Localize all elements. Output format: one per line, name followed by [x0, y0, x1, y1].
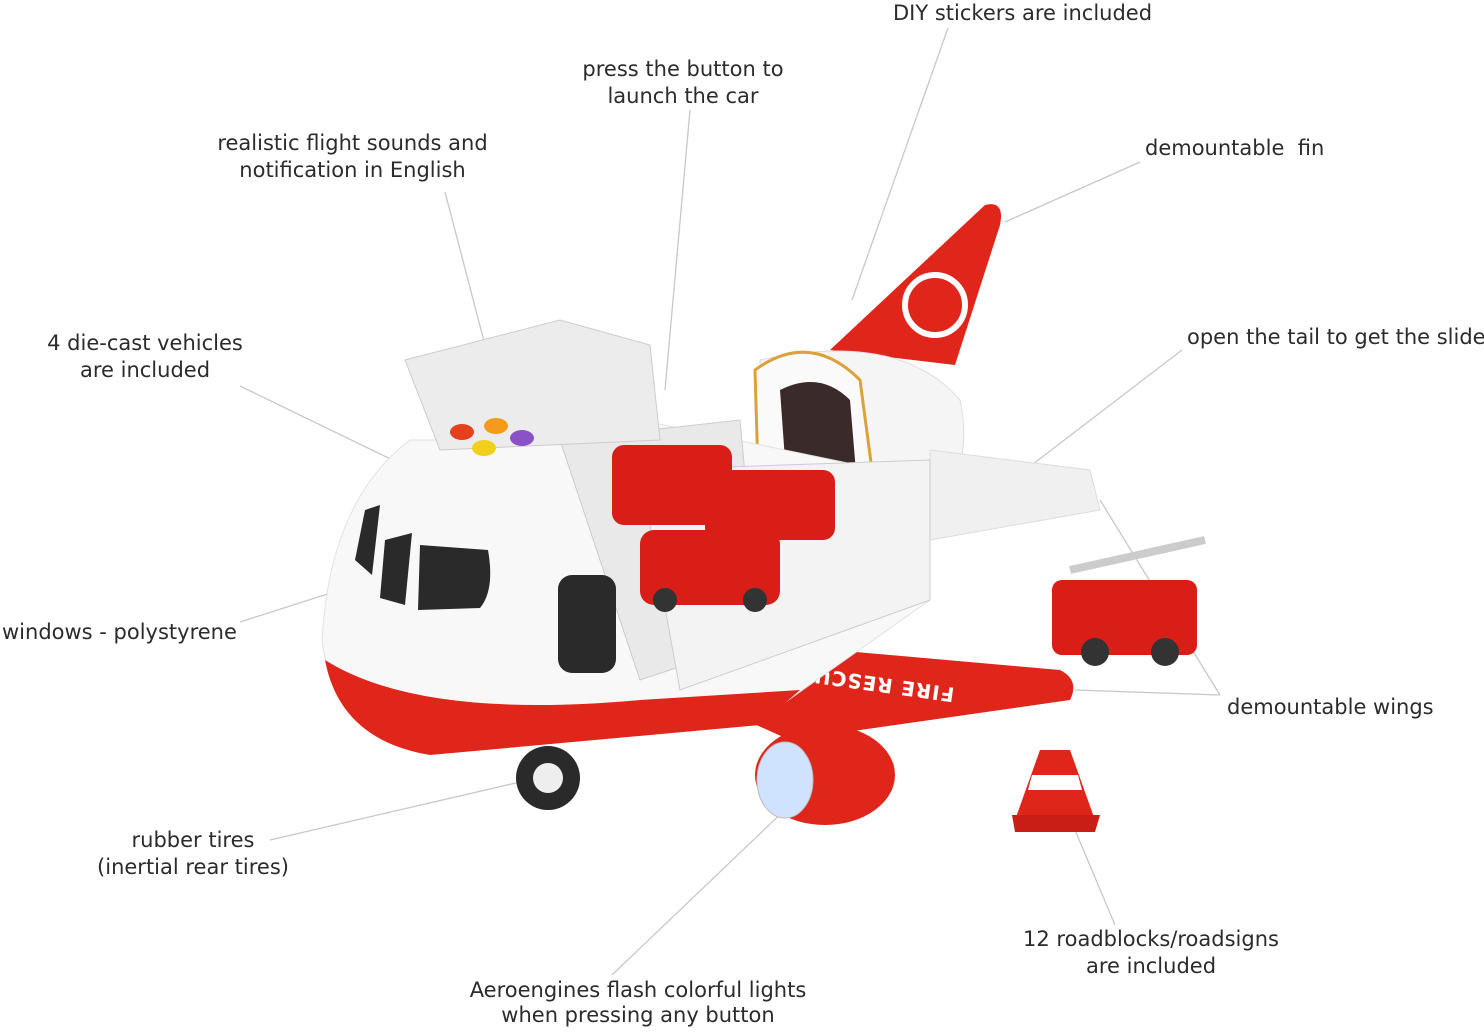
callout-line: are included: [1085, 954, 1217, 978]
leader-flight-sounds: [444, 191, 486, 346]
traffic-cone: [1012, 750, 1100, 832]
callout-fin: demountable fin: [1145, 135, 1324, 162]
callout-line: 12 roadblocks/roadsigns: [1023, 927, 1279, 951]
die-cast-cars: [612, 445, 835, 612]
sound-buttons: [450, 418, 534, 456]
leader-windows: [239, 589, 341, 623]
callout-tail: open the tail to get the slide: [1187, 324, 1484, 351]
fuselage-red-stripe: [325, 660, 800, 755]
callout-line: are included: [79, 358, 211, 382]
callout-line: windows - polystyrene: [2, 620, 237, 644]
callout-line: Aeroengines flash colorful lights: [469, 978, 807, 1002]
callout-line: when pressing any button: [501, 1003, 775, 1027]
leader-press-button: [664, 109, 691, 391]
callout-windows: windows - polystyrene: [2, 619, 237, 646]
engine-light: [756, 741, 814, 819]
leader-tires: [269, 781, 521, 841]
callout-tires: rubber tires (inertial rear tires): [83, 827, 303, 881]
callout-line: launch the car: [607, 84, 759, 108]
tail-logo: [902, 272, 968, 338]
callout-line: notification in English: [239, 158, 466, 182]
far-wing: [929, 449, 1101, 541]
callout-roadblocks: 12 roadblocks/roadsigns are included: [1010, 926, 1292, 980]
callout-vehicles: 4 die-cast vehicles are included: [30, 330, 260, 384]
callout-line: DIY stickers are included: [893, 1, 1153, 25]
leader-wings-2: [1074, 689, 1221, 696]
callout-line: rubber tires: [131, 828, 255, 852]
callout-line: open the tail to get the slide: [1187, 325, 1484, 349]
leader-roadblocks: [1074, 829, 1116, 926]
cargo-hatch: [404, 319, 661, 451]
callout-line: demountable wings: [1227, 695, 1434, 719]
callout-line: demountable fin: [1145, 136, 1325, 160]
callout-flight-sounds: realistic flight sounds and notification …: [200, 130, 505, 184]
leader-fin: [1004, 161, 1141, 223]
cockpit-windows: [355, 505, 616, 673]
callout-wings: demountable wings: [1227, 694, 1434, 721]
leader-diy-stickers: [851, 27, 949, 301]
callout-diy-stickers: DIY stickers are included: [893, 0, 1152, 27]
callout-press-button: press the button to launch the car: [560, 56, 806, 110]
leader-engines: [611, 804, 791, 976]
callout-line: 4 die-cast vehicles: [47, 331, 243, 355]
callout-line: press the button to: [582, 57, 784, 81]
callout-line: (inertial rear tires): [97, 855, 289, 879]
fire-truck: [1052, 536, 1206, 666]
callout-line: realistic flight sounds and: [217, 131, 488, 155]
